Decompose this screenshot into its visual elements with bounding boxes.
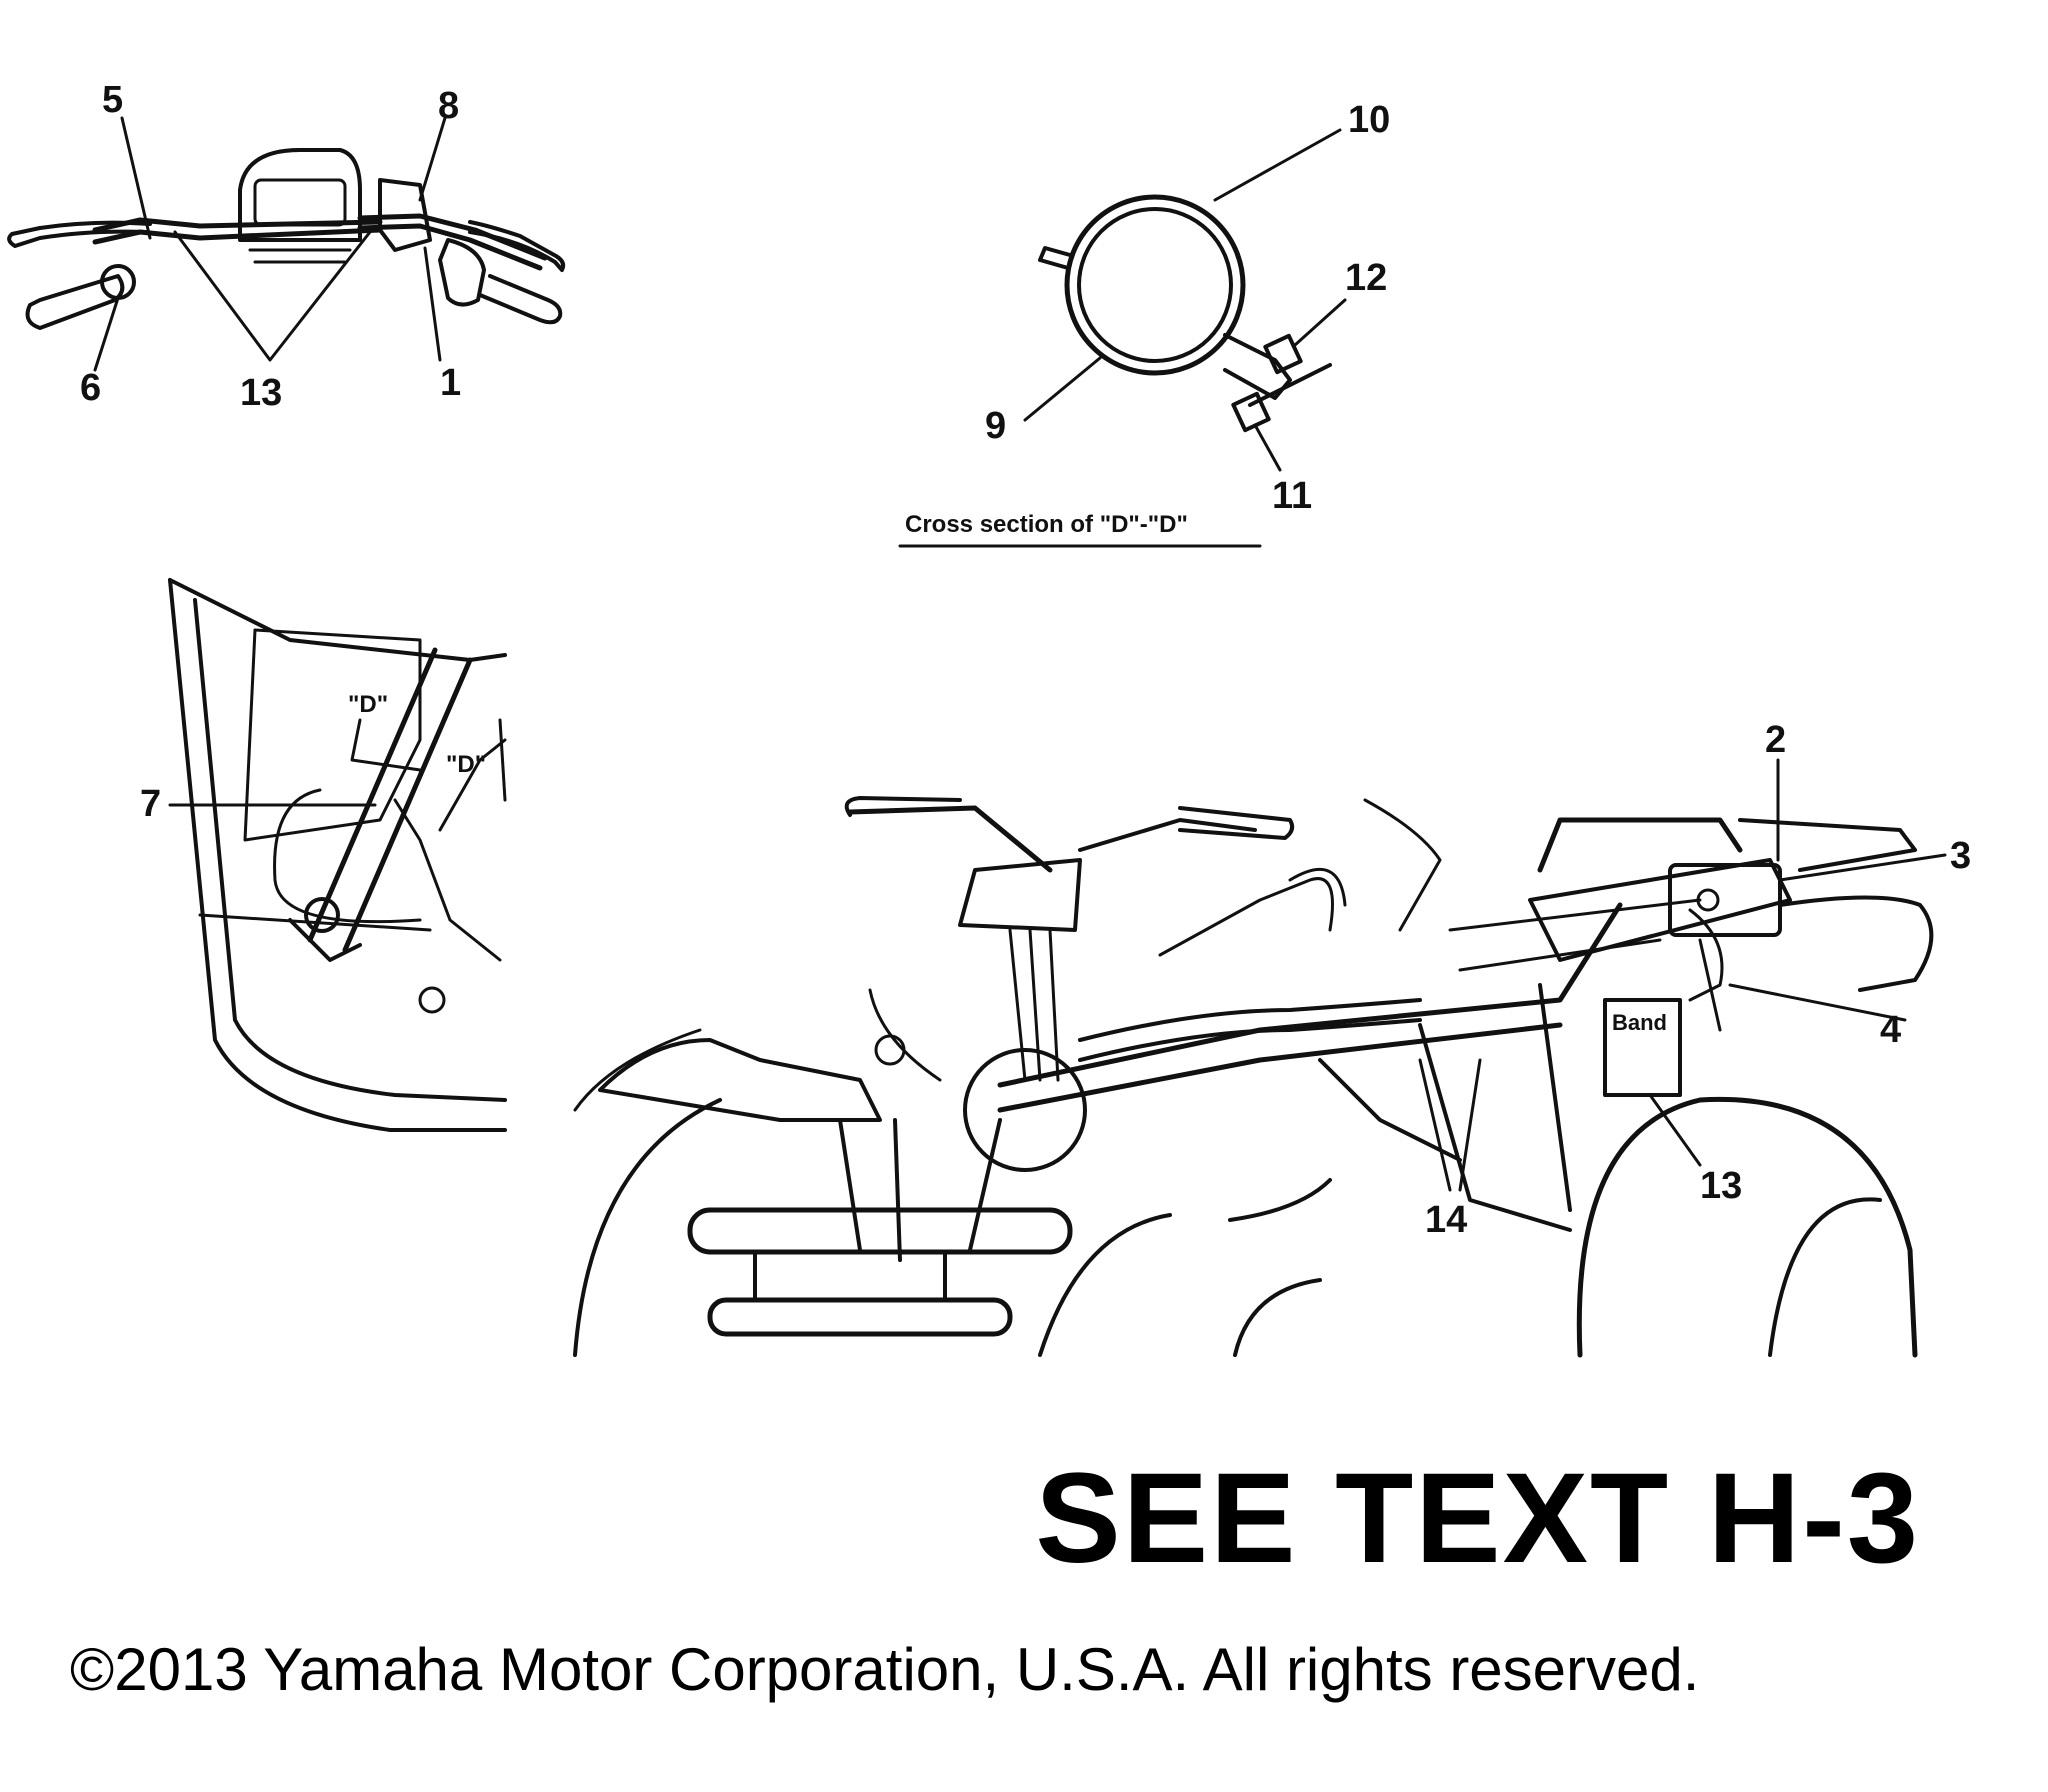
copyright-notice: ©2013 Yamaha Motor Corporation, U.S.A. A… <box>70 1636 1700 1703</box>
callout-13-handlebar: 13 <box>240 372 282 414</box>
callout-11: 11 <box>1272 475 1312 517</box>
callout-7: 7 <box>140 783 161 825</box>
callout-6: 6 <box>80 367 101 409</box>
cross-section-caption: Cross section of "D"-"D" <box>905 511 1188 538</box>
callout-12: 12 <box>1345 257 1387 299</box>
callout-8: 8 <box>438 85 459 127</box>
callout-9: 9 <box>985 405 1006 447</box>
section-mark-d-2: "D" <box>446 751 486 778</box>
band-label: Band <box>1612 1010 1667 1035</box>
callout-2: 2 <box>1765 719 1786 761</box>
callout-1: 1 <box>440 362 461 404</box>
frame-detail: "D" "D" 7 <box>140 578 507 1132</box>
callout-13-rear: 13 <box>1700 1165 1742 1207</box>
clamp-cross-section: 10 12 9 11 Cross section of "D"-"D" <box>898 99 1390 548</box>
callout-4: 4 <box>1880 1009 1901 1051</box>
callout-14: 14 <box>1425 1199 1467 1241</box>
see-text-heading: SEE TEXT H-3 <box>1035 1447 1920 1590</box>
callout-5: 5 <box>102 79 123 121</box>
handlebar-detail: 5 8 6 13 1 <box>7 79 566 414</box>
section-mark-d-1: "D" <box>348 691 388 718</box>
callout-3: 3 <box>1950 835 1971 877</box>
atv-main-view: Band 2 3 4 13 14 <box>573 719 1971 1358</box>
callout-10: 10 <box>1348 99 1390 141</box>
